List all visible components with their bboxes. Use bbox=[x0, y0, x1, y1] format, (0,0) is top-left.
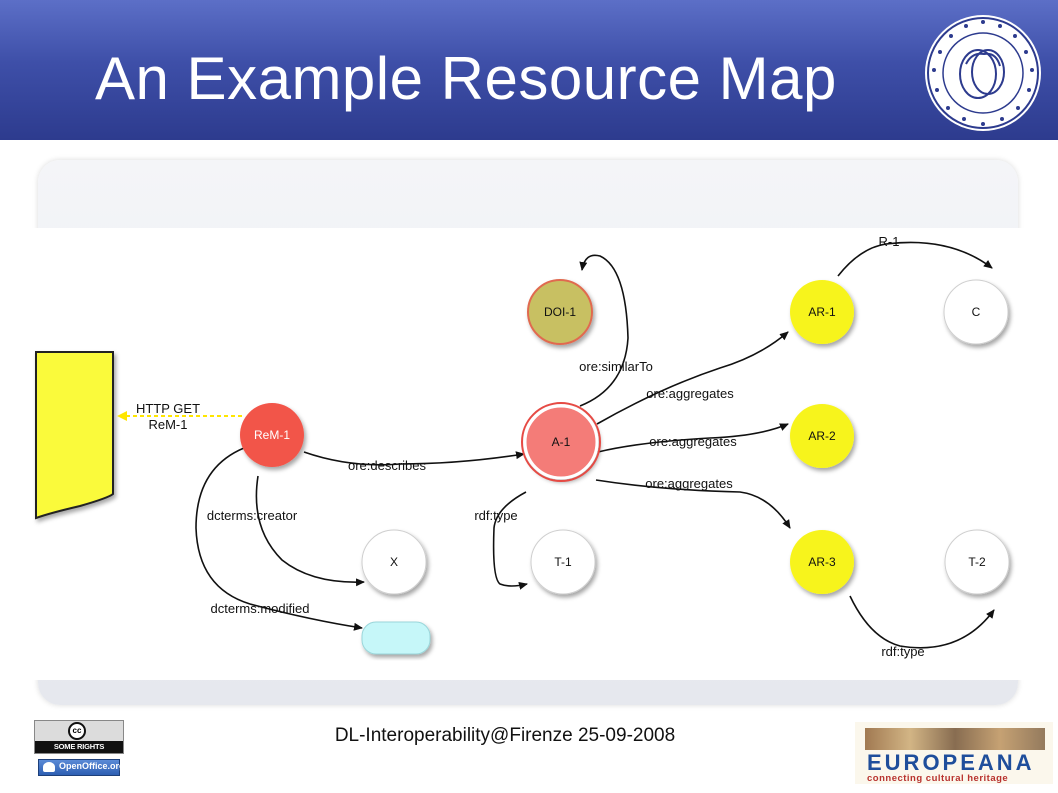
node-t2: T-2 bbox=[944, 529, 1010, 595]
document-node bbox=[35, 351, 114, 520]
edge-label-similar-to: ore:similarTo bbox=[579, 359, 653, 374]
node-c: C bbox=[943, 279, 1009, 345]
edge-r1 bbox=[837, 241, 993, 277]
edge-label-creator: dcterms:creator bbox=[207, 508, 298, 523]
europeana-logo-name: EUROPEANA bbox=[867, 750, 1035, 775]
node-x: X bbox=[361, 529, 427, 595]
edge-modified bbox=[195, 447, 363, 631]
europeana-banner-image bbox=[865, 728, 1045, 750]
edge-rdf-type-t1 bbox=[492, 491, 528, 590]
europeana-logo-tagline: connecting cultural heritage bbox=[867, 773, 1009, 784]
openoffice-badge: OpenOffice.org bbox=[38, 759, 125, 776]
node-label-rem1: ReM-1 bbox=[254, 428, 290, 442]
creative-commons-badge: cc SOME RIGHTS RESERVED bbox=[34, 720, 124, 763]
edge-label-http-get-rem: ReM-1 bbox=[148, 417, 187, 432]
cc-icon: cc bbox=[68, 722, 86, 740]
resource-map-diagram: HTTP GET ReM-1 ore:describes ore:similar… bbox=[20, 228, 1032, 680]
edge-label-aggregates-1: ore:aggregates bbox=[646, 386, 734, 401]
edge-similar-to bbox=[579, 254, 629, 407]
node-ar2: AR-2 bbox=[790, 404, 854, 468]
edge-label-modified: dcterms:modified bbox=[211, 601, 310, 616]
edge-label-r1: R-1 bbox=[879, 234, 900, 249]
edge-describes bbox=[303, 451, 525, 466]
node-a1: A-1 bbox=[521, 402, 601, 482]
node-label-x: X bbox=[390, 555, 398, 569]
node-label-ar1: AR-1 bbox=[808, 305, 836, 319]
edge-aggregates-1 bbox=[596, 331, 789, 425]
edge-rdf-type-t2 bbox=[849, 595, 995, 649]
node-label-ar2: AR-2 bbox=[808, 429, 836, 443]
node-ar1: AR-1 bbox=[790, 280, 854, 344]
edge-creator bbox=[255, 475, 365, 587]
edge-label-describes: ore:describes bbox=[348, 458, 427, 473]
node-rem1: ReM-1 bbox=[240, 403, 304, 467]
node-label-a1: A-1 bbox=[552, 435, 571, 449]
edge-aggregates-2 bbox=[597, 423, 789, 453]
openoffice-gull-icon bbox=[43, 762, 55, 772]
node-label-t1: T-1 bbox=[554, 555, 572, 569]
header-bar: An Example Resource Map bbox=[0, 0, 1058, 140]
node-label-ar3: AR-3 bbox=[808, 555, 836, 569]
cc-badge-text: SOME RIGHTS RESERVED bbox=[53, 742, 105, 763]
edge-aggregates-3 bbox=[595, 479, 791, 529]
edge-label-aggregates-2: ore:aggregates bbox=[649, 434, 737, 449]
node-label-t2: T-2 bbox=[968, 555, 986, 569]
edge-label-rdf-type-1: rdf:type bbox=[474, 508, 517, 523]
edge-label-rdf-type-2: rdf:type bbox=[881, 644, 924, 659]
node-ar3: AR-3 bbox=[790, 530, 854, 594]
node-label-doi1: DOI-1 bbox=[544, 305, 576, 319]
openoffice-badge-text: OpenOffice.org bbox=[59, 761, 125, 771]
europeana-logo: EUROPEANA connecting cultural heritage bbox=[855, 722, 1053, 784]
literal-node bbox=[361, 621, 431, 655]
slide-footer: DL-Interoperability@Firenze 25-09-2008 bbox=[334, 725, 676, 746]
edge-label-aggregates-3: ore:aggregates bbox=[645, 476, 733, 491]
edge-label-http-get: HTTP GET bbox=[136, 401, 200, 416]
node-doi1: DOI-1 bbox=[527, 279, 593, 345]
slide-title: An Example Resource Map bbox=[95, 45, 837, 112]
node-t1: T-1 bbox=[530, 529, 596, 595]
humboldt-seal-icon bbox=[925, 15, 1041, 131]
node-label-c: C bbox=[972, 305, 981, 319]
